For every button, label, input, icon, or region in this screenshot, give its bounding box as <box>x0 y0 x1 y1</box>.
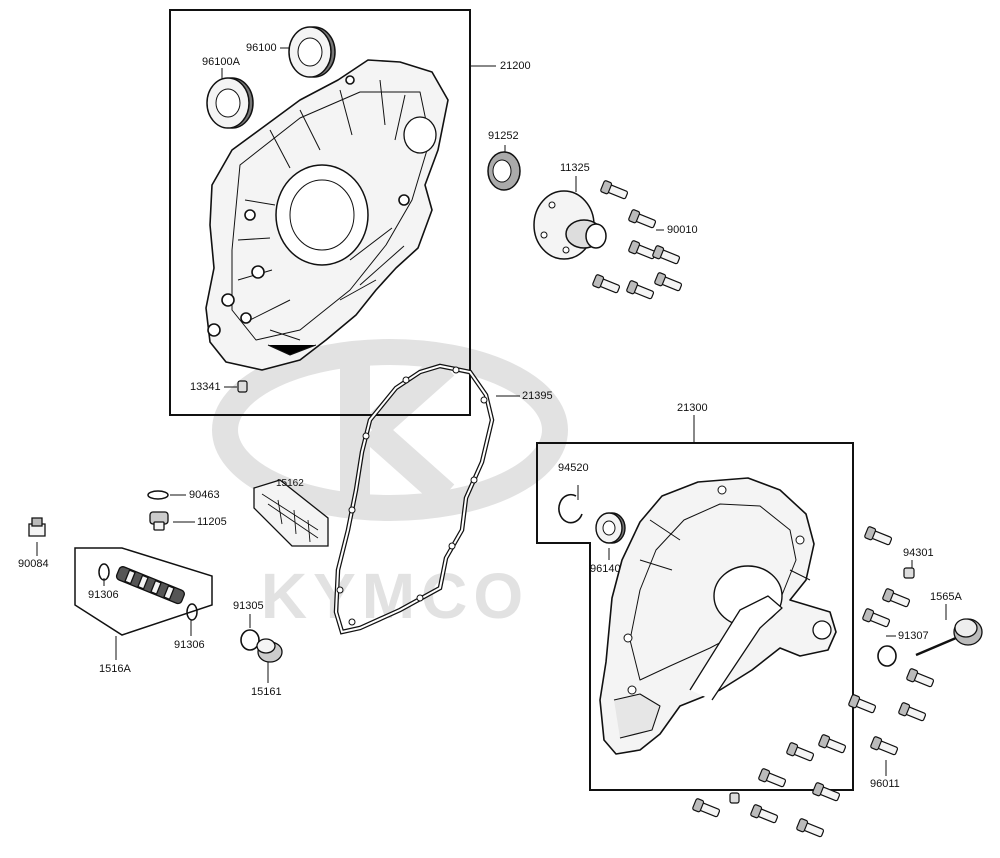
part-label-91252: 91252 <box>488 130 519 142</box>
bolts-90010 <box>592 180 683 300</box>
crankcase-left-21200 <box>205 59 449 371</box>
group-frame-1516A <box>74 547 213 636</box>
part-label-11325: 11325 <box>560 162 590 174</box>
part-label-91306-right: 91306 <box>174 639 205 651</box>
part-label-94520: 94520 <box>558 462 589 474</box>
flange-11325 <box>533 190 607 260</box>
plug-11205 <box>149 511 169 531</box>
group-frame-21300 <box>536 442 854 791</box>
bolts-96011 <box>692 526 935 838</box>
drain-bolt-90084 <box>28 517 46 537</box>
part-label-96100A: 96100A <box>202 56 240 68</box>
part-label-21300: 21300 <box>677 402 708 414</box>
pin-94301 <box>903 567 915 579</box>
o-ring-90463 <box>147 490 169 500</box>
part-label-90084: 90084 <box>18 558 49 570</box>
group-frame-21200 <box>169 9 471 416</box>
dowel-pin <box>729 792 740 804</box>
part-label-1565A: 1565A <box>930 591 962 603</box>
part-label-15161: 15161 <box>251 686 282 698</box>
filter-cap-15161 <box>256 638 283 663</box>
circlip-94520 <box>558 493 583 524</box>
o-ring-91306-right <box>186 603 198 621</box>
kymco-watermark-logo <box>212 339 568 521</box>
part-label-96011: 96011 <box>870 778 900 790</box>
o-ring-91307 <box>877 645 897 667</box>
bearing-96100 <box>288 26 336 78</box>
part-label-1516A: 1516A <box>99 663 131 675</box>
gasket-21395 <box>333 363 495 635</box>
part-label-91306-left: 91306 <box>88 589 119 601</box>
strainer-screen-15162 <box>253 479 329 547</box>
part-label-96100: 96100 <box>246 42 277 54</box>
part-label-13341: 13341 <box>190 381 221 393</box>
part-label-11205: 11205 <box>197 516 227 528</box>
bearing-96140 <box>595 512 626 544</box>
part-label-90463: 90463 <box>189 489 220 501</box>
part-label-21395: 21395 <box>522 390 553 402</box>
crankcase-right-cover-21300 <box>599 477 837 755</box>
part-label-15162: 15162 <box>276 478 304 489</box>
oil-dipstick-1565A <box>915 618 983 657</box>
oil-filter-element-1516A <box>115 566 185 605</box>
part-label-90010: 90010 <box>667 224 698 236</box>
part-label-91307: 91307 <box>898 630 929 642</box>
kymco-watermark-text: KYMCO <box>261 560 529 632</box>
part-label-96140: 96140 <box>590 563 621 575</box>
bearing-96100A <box>206 77 254 129</box>
oil-seal-91252 <box>487 151 521 191</box>
o-ring-91306-left <box>98 563 110 581</box>
part-label-94301: 94301 <box>903 547 934 559</box>
part-label-91305: 91305 <box>233 600 264 612</box>
dowel-pin-13341 <box>237 380 248 393</box>
o-ring-91305 <box>240 629 260 651</box>
part-label-21200: 21200 <box>500 60 531 72</box>
